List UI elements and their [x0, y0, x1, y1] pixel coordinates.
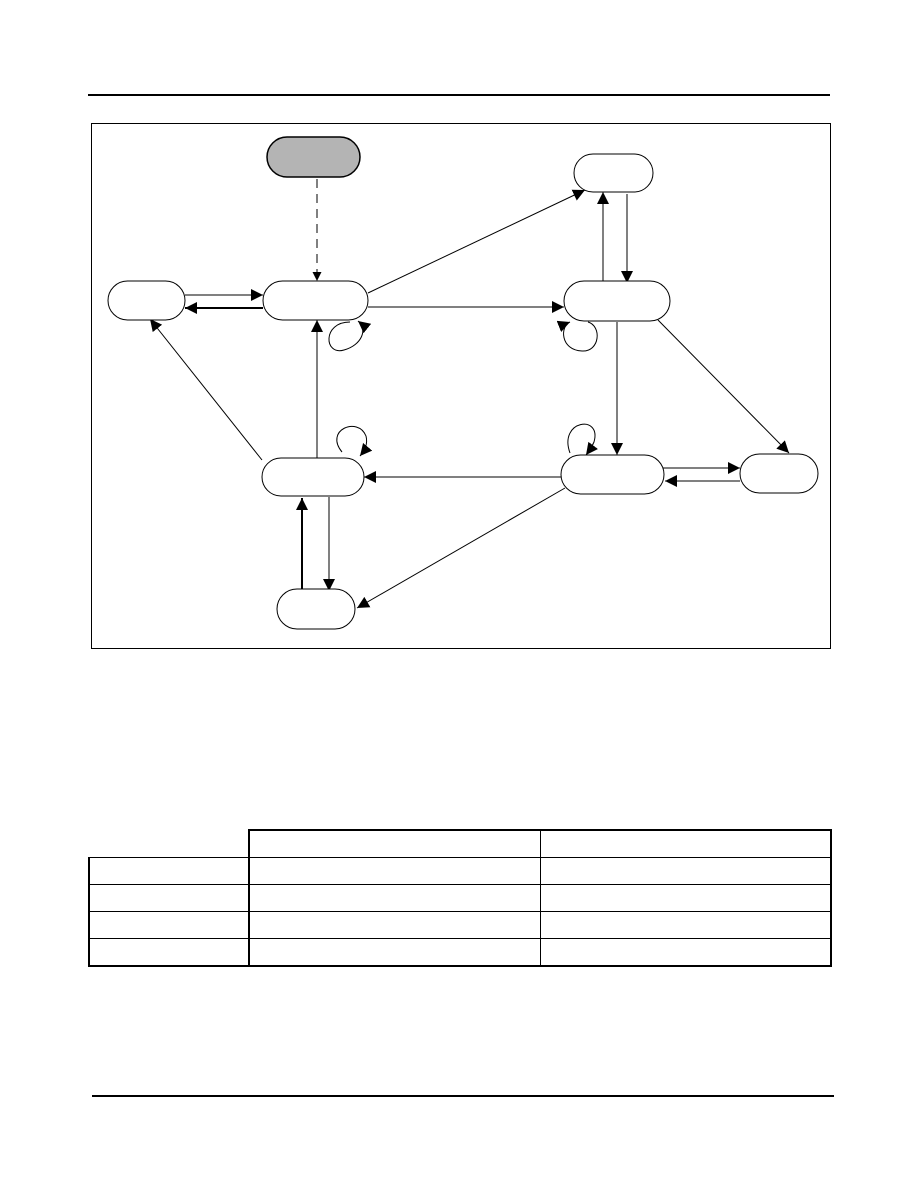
- table-cell: [248, 911, 541, 939]
- table-cell: [539, 938, 832, 967]
- transition-lower-center-to-left: [149, 318, 263, 461]
- table-cell: [539, 857, 832, 885]
- table-header-cell: [89, 830, 249, 858]
- state-node: [262, 280, 369, 321]
- transition-lower-right-self-loop: [567, 423, 599, 456]
- state-node: [563, 280, 671, 322]
- state-node: [560, 454, 665, 495]
- state-node: [107, 280, 186, 321]
- table-cell: [88, 884, 250, 912]
- table-cell: [248, 938, 541, 967]
- state-node: [573, 153, 654, 193]
- table-row: [88, 857, 832, 885]
- transition-right-self-loop: [556, 320, 598, 352]
- footer-rule: [92, 1095, 834, 1097]
- table-cell: [248, 884, 541, 912]
- state-diagram-canvas: [107, 136, 819, 630]
- table-cell: [88, 857, 250, 885]
- state-table: [88, 829, 832, 967]
- state-node-initial: [266, 136, 361, 178]
- state-diagram: [91, 123, 831, 649]
- table-cell: [88, 911, 250, 939]
- transition-center-self-loop: [328, 320, 372, 352]
- transition-right-to-far-right: [657, 319, 790, 454]
- state-node: [261, 457, 365, 497]
- table-header-cell: [539, 829, 832, 858]
- table-cell: [248, 857, 541, 885]
- transition-center-to-upper-right: [367, 189, 586, 294]
- transition-lower-right-to-bottom: [356, 487, 566, 609]
- table-header-cell: [248, 829, 541, 858]
- table-cell: [539, 911, 832, 939]
- table-cell: [539, 884, 832, 912]
- table-cell: [88, 938, 250, 967]
- table-row: [88, 884, 832, 912]
- table-row: [88, 911, 832, 939]
- state-node: [739, 453, 819, 494]
- state-node: [276, 588, 356, 630]
- header-rule: [88, 94, 830, 96]
- table-row: [88, 938, 832, 967]
- transition-lower-center-self-loop: [336, 425, 373, 457]
- table-header-row: [89, 829, 832, 858]
